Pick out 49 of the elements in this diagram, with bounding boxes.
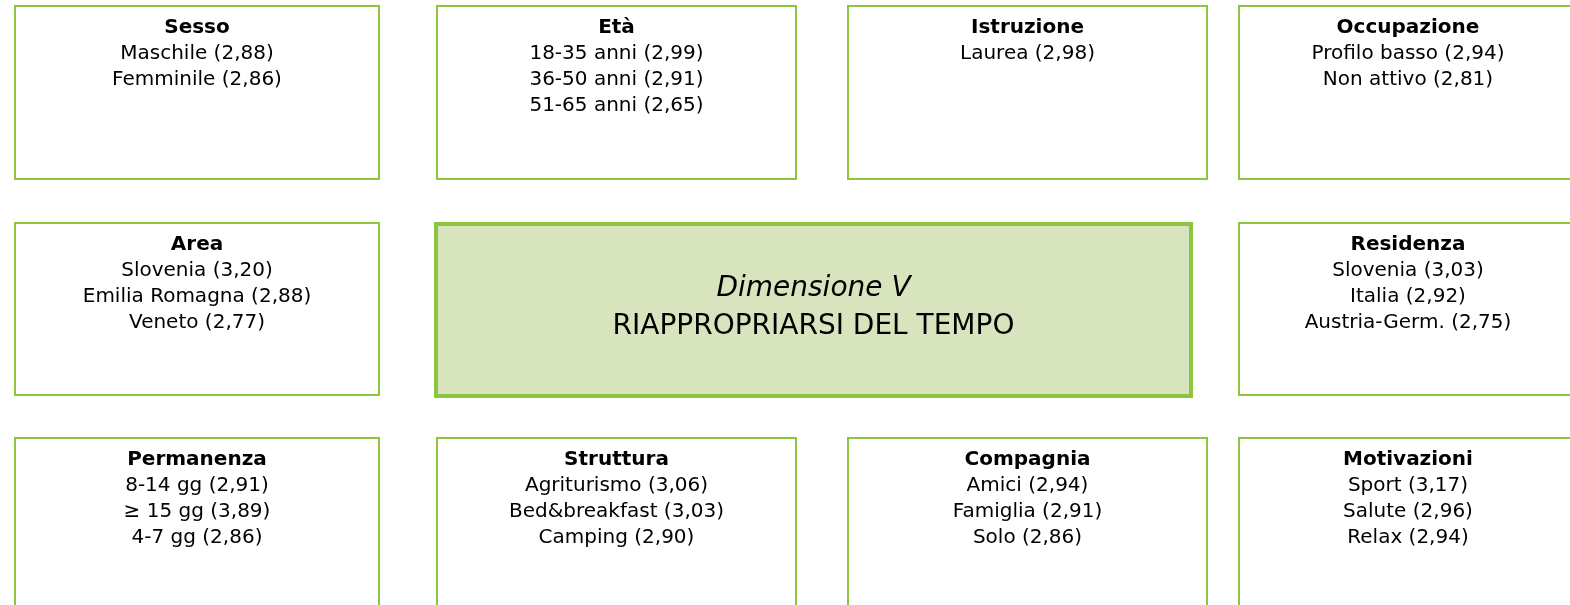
- item-text: Solo (2,86): [971, 523, 1084, 549]
- item-text: Profilo basso (2,94): [1310, 39, 1506, 65]
- category-box: [847, 437, 1208, 605]
- category-heading: Residenza: [1349, 230, 1467, 256]
- category-heading: Motivazioni: [1342, 445, 1474, 471]
- item-text: Emilia Romagna (2,88): [81, 282, 313, 308]
- item-text: Salute (2,96): [1342, 497, 1474, 523]
- item-text: Veneto (2,77): [128, 308, 266, 334]
- item-text: Famiglia (2,91): [951, 497, 1104, 523]
- item-text: 18-35 anni (2,99): [528, 39, 705, 65]
- item-text: Austria-Germ. (2,75): [1303, 308, 1513, 334]
- item-text: Femminile (2,86): [111, 65, 283, 91]
- category-heading: Compagnia: [963, 445, 1092, 471]
- category-heading: Sesso: [163, 13, 231, 39]
- item-text: Agriturismo (3,06): [523, 471, 710, 497]
- item-text: Relax (2,94): [1346, 523, 1470, 549]
- category-box: [1238, 222, 1570, 396]
- item-text: Camping (2,90): [537, 523, 696, 549]
- dimension-subtitle: RIAPPROPRIARSI DEL TEMPO: [611, 307, 1016, 343]
- category-box: [14, 437, 380, 605]
- category-box: [847, 5, 1208, 180]
- item-text: 4-7 gg (2,86): [130, 523, 264, 549]
- item-text: Sport (3,17): [1346, 471, 1470, 497]
- category-heading: Permanenza: [126, 445, 268, 471]
- category-box: [14, 5, 380, 180]
- category-heading: Età: [597, 13, 636, 39]
- item-text: 8-14 gg (2,91): [124, 471, 270, 497]
- category-box: [436, 437, 797, 605]
- category-box: [1238, 5, 1570, 180]
- item-text: Amici (2,94): [965, 471, 1090, 497]
- item-text: Slovenia (3,20): [120, 256, 274, 282]
- item-text: Italia (2,92): [1349, 282, 1467, 308]
- item-text: 36-50 anni (2,91): [528, 65, 705, 91]
- category-heading: Struttura: [563, 445, 670, 471]
- dimension-title: Dimensione V: [715, 269, 913, 305]
- category-box: [436, 5, 797, 180]
- category-heading: Istruzione: [969, 13, 1085, 39]
- central-box: [434, 222, 1193, 398]
- item-text: Bed&breakfast (3,03): [508, 497, 725, 523]
- category-heading: Occupazione: [1335, 13, 1481, 39]
- item-text: 51-65 anni (2,65): [528, 91, 705, 117]
- item-text: ≥ 15 gg (3,89): [122, 497, 272, 523]
- item-text: Slovenia (3,03): [1331, 256, 1485, 282]
- item-text: Maschile (2,88): [119, 39, 275, 65]
- item-text: Laurea (2,98): [959, 39, 1096, 65]
- item-text: Non attivo (2,81): [1321, 65, 1495, 91]
- category-box: [14, 222, 380, 396]
- category-box: [1238, 437, 1570, 605]
- category-heading: Area: [169, 230, 225, 256]
